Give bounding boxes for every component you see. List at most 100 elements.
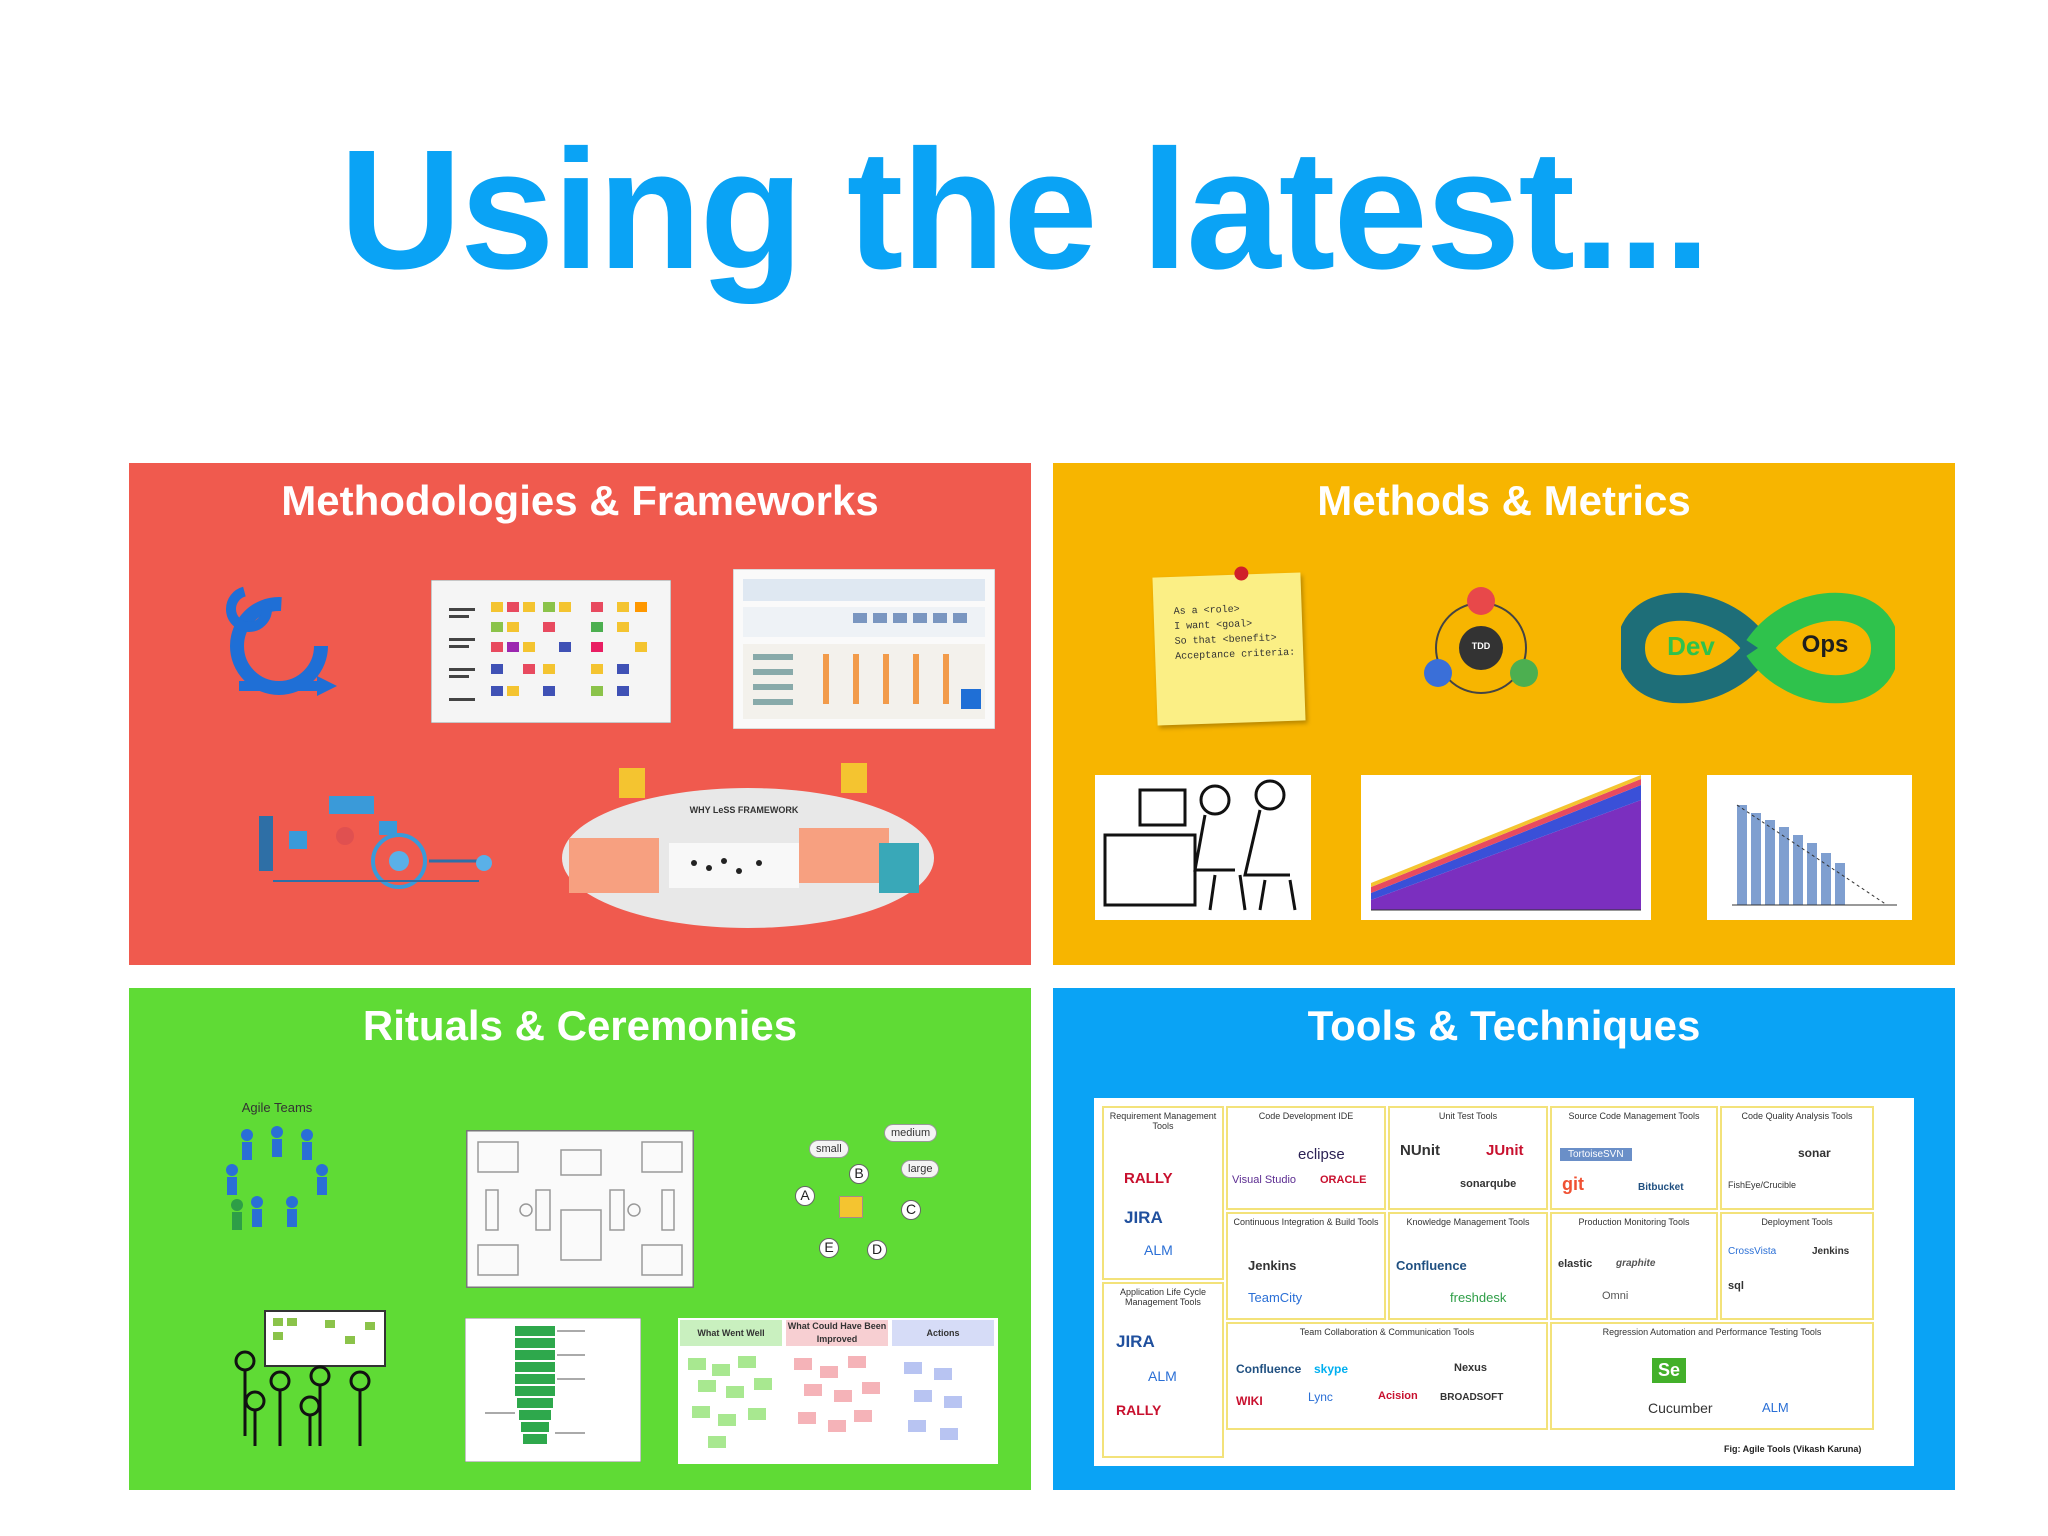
safe-big-picture: [733, 569, 995, 729]
tool-logo: Acision: [1378, 1390, 1418, 1402]
tool-logo: freshdesk: [1450, 1290, 1507, 1305]
agile-tools-landscape: Requirement Management Tools RALLY JIRA …: [1094, 1098, 1914, 1466]
methodologies-frameworks-panel: Methodologies & Frameworks: [129, 463, 1031, 965]
cumulative-flow-diagram: [1361, 775, 1651, 920]
tool-logo: RALLY: [1116, 1402, 1162, 1418]
tool-category-scm: Source Code Management Tools TortoiseSVN…: [1550, 1106, 1718, 1210]
rituals-ceremonies-panel: Rituals & Ceremonies Agile Teams: [129, 988, 1031, 1490]
tool-logo: Omni: [1602, 1290, 1629, 1302]
tool-logo: BROADSOFT: [1440, 1392, 1504, 1403]
slide-title: Using the latest...: [339, 115, 1710, 305]
tool-logo: TeamCity: [1248, 1290, 1303, 1305]
tool-logo: ORACLE: [1320, 1174, 1367, 1186]
tool-category-ide: Code Development IDE eclipse Visual Stud…: [1226, 1106, 1386, 1210]
tool-logo: Visual Studio: [1232, 1174, 1297, 1186]
tool-category-label: Code Development IDE: [1258, 1111, 1354, 1121]
estimate-item-b: B: [849, 1164, 869, 1184]
tool-category-unit-test: Unit Test Tools NUnit JUnit sonarqube: [1388, 1106, 1548, 1210]
retrospective-board: What Went Well What Could Have Been Impr…: [678, 1318, 998, 1464]
retro-column-went-well: What Went Well: [680, 1320, 782, 1346]
tool-category-label: Application Life Cycle Management Tools: [1119, 1287, 1207, 1308]
tool-logo: ALM: [1762, 1400, 1789, 1415]
less-heading: WHY LeSS FRAMEWORK: [689, 805, 799, 815]
devops-loop: Dev Ops: [1621, 583, 1895, 713]
tool-logo: WIKI: [1236, 1394, 1263, 1408]
tool-category-ci: Continuous Integration & Build Tools Jen…: [1226, 1212, 1386, 1320]
methods-metrics-panel: Methods & Metrics As a <role> I want <go…: [1053, 463, 1955, 965]
tool-logo: Jenkins: [1812, 1246, 1850, 1257]
pair-programming: [1095, 775, 1311, 920]
product-backlog: [465, 1318, 641, 1462]
tools-techniques-panel: Tools & Techniques Requirement Managemen…: [1053, 988, 1955, 1490]
tool-logo: sonar: [1798, 1146, 1831, 1160]
tool-logo: Lync: [1308, 1390, 1333, 1404]
tool-logo: JIRA: [1116, 1332, 1155, 1351]
retro-column-improve: What Could Have Been Improved: [786, 1320, 888, 1346]
tool-category-alm: Application Life Cycle Management Tools …: [1102, 1282, 1224, 1458]
tool-category-label: Knowledge Management Tools: [1406, 1217, 1530, 1227]
sticky-line: Acceptance criteria:: [1175, 647, 1296, 663]
estimate-large: large: [901, 1160, 940, 1178]
tdd-cycle: TDD: [1416, 583, 1546, 708]
office-floor-plan: [466, 1130, 694, 1288]
figure-caption: Fig: Agile Tools (Vikash Karuna): [1724, 1444, 1862, 1454]
estimate-item-e: E: [819, 1238, 839, 1258]
tool-category-label: Unit Test Tools: [1438, 1111, 1498, 1121]
tool-category-label: Source Code Management Tools: [1568, 1111, 1700, 1121]
tool-logo: ALM: [1148, 1368, 1177, 1384]
user-story-sticky-note: As a <role> I want <goal> So that <benef…: [1152, 566, 1306, 726]
tool-logo: Jenkins: [1248, 1258, 1297, 1273]
tool-logo: graphite: [1616, 1258, 1656, 1269]
tool-logo: RALLY: [1124, 1170, 1173, 1187]
estimate-medium: medium: [884, 1124, 938, 1142]
devops-ops-label: Ops: [1801, 631, 1849, 658]
planning-poker-estimation: small medium large A B C D E: [789, 1118, 969, 1268]
devops-dev-label: Dev: [1667, 631, 1715, 661]
tool-category-knowledge: Knowledge Management Tools Confluence fr…: [1388, 1212, 1548, 1320]
standup-meeting: [234, 1310, 386, 1446]
tool-logo: NUnit: [1400, 1142, 1440, 1159]
tool-category-label: Regression Automation and Performance Te…: [1602, 1327, 1822, 1337]
tool-category-code-quality: Code Quality Analysis Tools sonar FishEy…: [1720, 1106, 1874, 1210]
pin-icon: [1234, 566, 1249, 581]
tool-logo: eclipse: [1298, 1146, 1345, 1163]
tool-category-monitoring: Production Monitoring Tools elastic grap…: [1550, 1212, 1718, 1320]
estimate-item-d: D: [867, 1240, 887, 1260]
tool-logo: git: [1562, 1174, 1584, 1194]
estimate-card: [839, 1196, 863, 1218]
tool-category-deployment: Deployment Tools CrossVista Jenkins sql: [1720, 1212, 1874, 1320]
scrum-cycle-icon: [226, 586, 337, 696]
tool-category-label: Production Monitoring Tools: [1578, 1217, 1690, 1227]
agile-team-label: Agile Teams: [241, 1100, 313, 1115]
tool-logo: JIRA: [1124, 1208, 1163, 1227]
tdd-label: TDD: [1471, 641, 1491, 651]
tool-logo: FishEye/Crucible: [1728, 1180, 1797, 1190]
agile-workflow-diagram: [259, 796, 492, 889]
tool-logo: elastic: [1558, 1258, 1593, 1270]
tool-logo: CrossVista: [1728, 1246, 1777, 1257]
tool-logo: ALM: [1144, 1242, 1173, 1258]
panel-title: Tools & Techniques: [1307, 1002, 1701, 1049]
kanban-board: [431, 580, 671, 723]
tool-logo: JUnit: [1486, 1142, 1524, 1159]
less-framework: WHY LeSS FRAMEWORK: [559, 763, 937, 933]
tool-category-regression: Regression Automation and Performance Te…: [1550, 1322, 1874, 1430]
burndown-chart: [1707, 775, 1912, 920]
tool-logo: TortoiseSVN: [1560, 1148, 1632, 1161]
panel-title: Methodologies & Frameworks: [281, 477, 879, 524]
tool-category-label: Deployment Tools: [1761, 1217, 1833, 1227]
tool-category-label: Requirement Management Tools: [1109, 1111, 1217, 1132]
tool-category-requirement: Requirement Management Tools RALLY JIRA …: [1102, 1106, 1224, 1280]
retro-column-actions: Actions: [892, 1320, 994, 1346]
tool-logo: Se: [1652, 1358, 1687, 1383]
tool-category-collaboration: Team Collaboration & Communication Tools…: [1226, 1322, 1548, 1430]
agile-team: Agile Teams: [217, 1100, 337, 1260]
tool-logo: Confluence: [1396, 1258, 1467, 1273]
tool-category-label: Team Collaboration & Communication Tools: [1299, 1327, 1475, 1337]
tool-category-label: Continuous Integration & Build Tools: [1233, 1217, 1379, 1227]
tool-logo: skype: [1314, 1362, 1349, 1376]
estimate-item-c: C: [901, 1200, 921, 1220]
estimate-small: small: [809, 1140, 849, 1158]
tool-logo: Confluence: [1236, 1362, 1302, 1376]
tool-logo: Bitbucket: [1638, 1182, 1684, 1193]
